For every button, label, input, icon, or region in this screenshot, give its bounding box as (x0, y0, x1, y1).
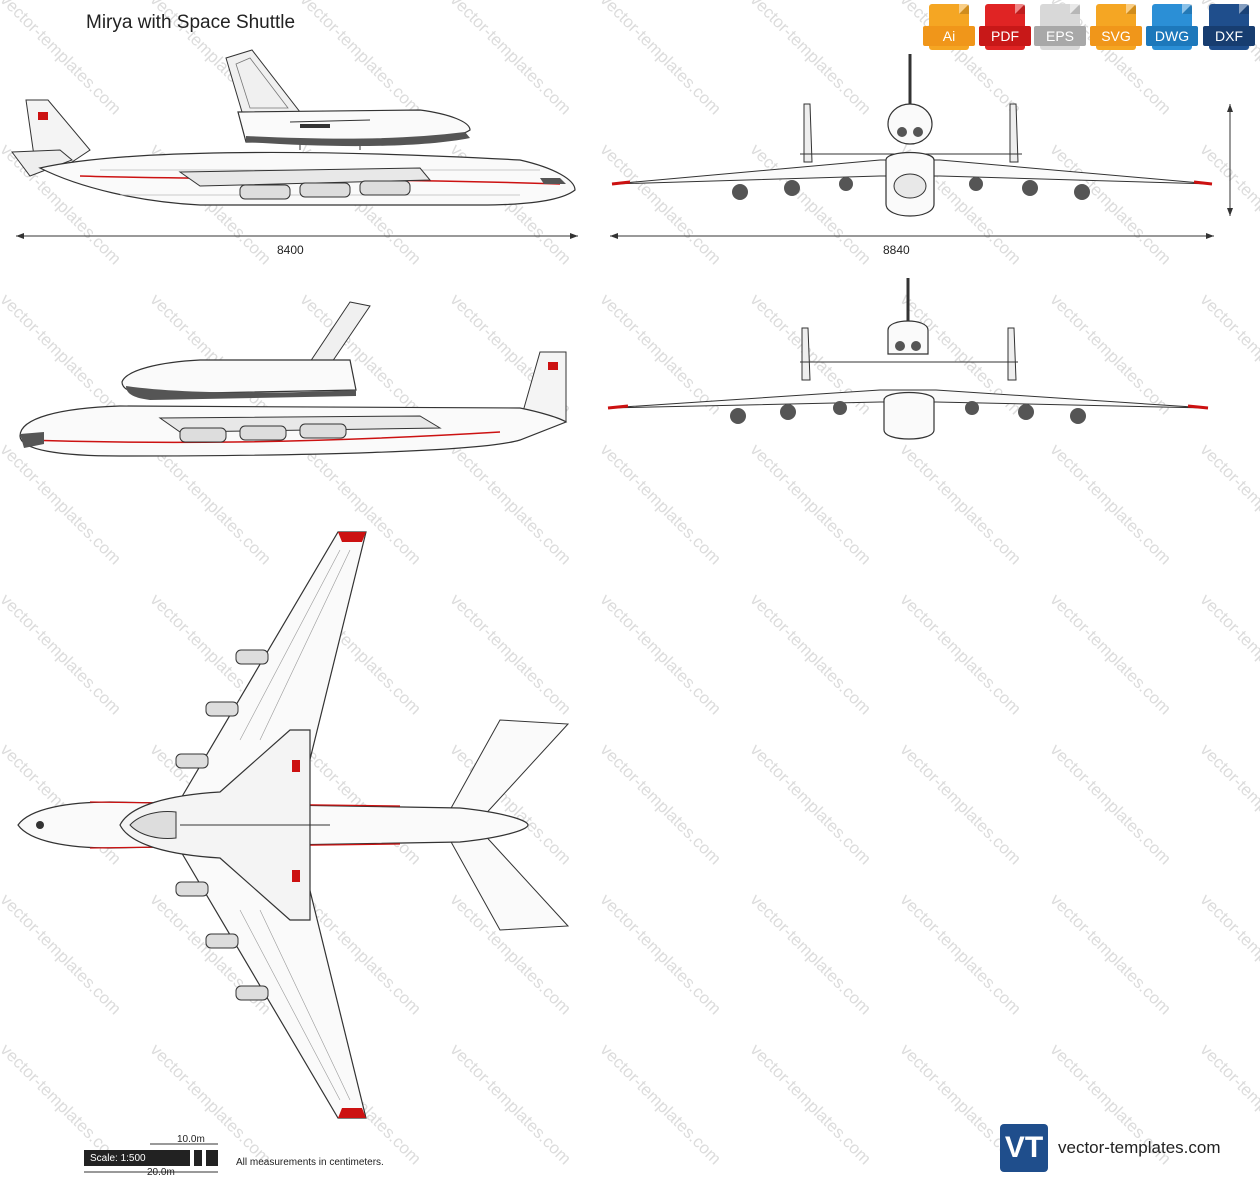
watermark-text: vector-templates.com (1046, 890, 1175, 1019)
watermark-text: vector-templates.com (596, 590, 725, 719)
vt-logo-icon[interactable]: VT (1000, 1124, 1048, 1172)
watermark-text: vector-templates.com (746, 440, 875, 569)
watermark-text: vector-templates.com (746, 740, 875, 869)
top-view (17, 531, 570, 1119)
page-title: Mirya with Space Shuttle (86, 12, 296, 33)
side-view-right (11, 49, 578, 239)
format-label: EPS (1034, 26, 1086, 46)
format-label: DWG (1146, 26, 1198, 46)
watermark-text: vector-templates.com (596, 1040, 725, 1169)
front-view-bottom (607, 278, 1209, 440)
watermark-text: vector-templates.com (1046, 740, 1175, 869)
watermark-text: vector-templates.com (896, 590, 1025, 719)
format-label: PDF (979, 26, 1031, 46)
format-label: DXF (1203, 26, 1255, 46)
pdf-file-icon[interactable]: PDF (979, 4, 1031, 50)
svg-file-icon[interactable]: SVG (1090, 4, 1142, 50)
scale-label: Scale: 1:500 (90, 1153, 146, 1164)
scale-20m-label: 20.0m (147, 1167, 175, 1178)
brand-link[interactable]: vector-templates.com (1058, 1138, 1221, 1157)
side-view-left (19, 301, 568, 457)
watermark-text: vector-templates.com (1196, 440, 1260, 569)
ai-file-icon[interactable]: Ai (923, 4, 975, 50)
watermark-text: vector-templates.com (896, 740, 1025, 869)
watermark-text: vector-templates.com (596, 440, 725, 569)
watermark-text: vector-templates.com (1196, 890, 1260, 1019)
scale-bar (84, 1143, 218, 1173)
eps-file-icon[interactable]: EPS (1034, 4, 1086, 50)
watermark-text: vector-templates.com (1046, 440, 1175, 569)
watermark-text: vector-templates.com (746, 1040, 875, 1169)
watermark-text: vector-templates.com (896, 890, 1025, 1019)
dwg-file-icon[interactable]: DWG (1146, 4, 1198, 50)
watermark-text: vector-templates.com (1196, 590, 1260, 719)
measurement-note: All measurements in centimeters. (236, 1157, 384, 1168)
watermark-text: vector-templates.com (596, 890, 725, 1019)
watermark-text: vector-templates.com (596, 740, 725, 869)
watermark-text: vector-templates.com (746, 590, 875, 719)
scale-10m-label: 10.0m (177, 1134, 205, 1145)
dxf-file-icon[interactable]: DXF (1203, 4, 1255, 50)
format-label: Ai (923, 26, 975, 46)
front-view-top (610, 54, 1233, 239)
watermark-text: vector-templates.com (896, 440, 1025, 569)
watermark-text: vector-templates.com (1046, 590, 1175, 719)
front-wingspan-label: 8840 (883, 243, 910, 257)
format-label: SVG (1090, 26, 1142, 46)
watermark-text: vector-templates.com (746, 890, 875, 1019)
side-length-label: 8400 (277, 243, 304, 257)
watermark-text: vector-templates.com (1196, 740, 1260, 869)
